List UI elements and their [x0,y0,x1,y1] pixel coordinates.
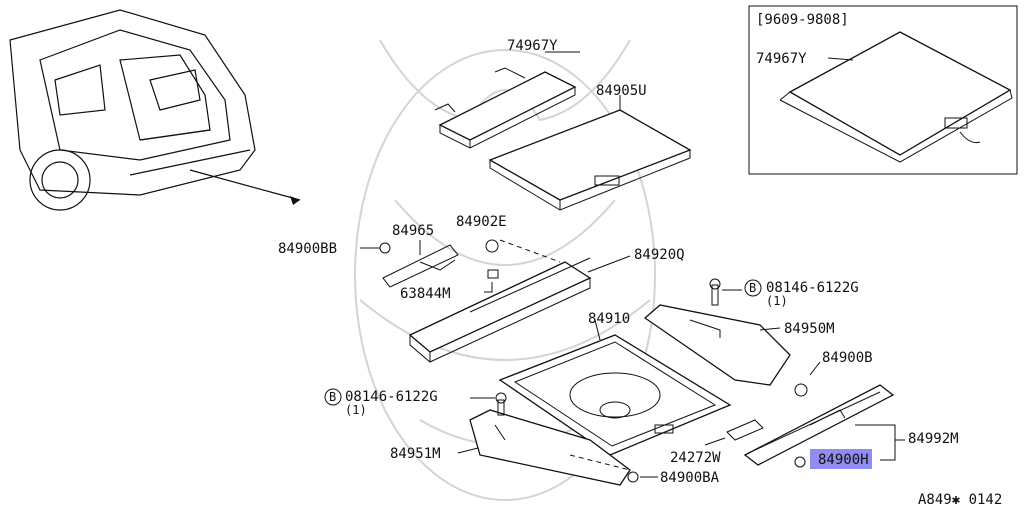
part-63844m-label[interactable]: 63844M [400,286,451,302]
part-84910-label[interactable]: 84910 [588,311,630,327]
highlight-box [810,449,872,469]
part-84902e-label[interactable]: 84902E [456,214,507,230]
part-74967y-inset-label[interactable]: 74967Y [756,51,807,67]
trunk-cover-84920q: 84920Q [408,247,685,363]
inset-date-label: [9609-9808] [756,12,849,28]
bolt-callout-top: B 08146-6122G (1) [709,278,859,308]
part-84951m-label[interactable]: 84951M [390,446,441,462]
part-84900bb-label[interactable]: 84900BB [278,241,337,257]
diagram-code: A849✱ 0142 [918,492,1002,508]
part-24272w-label[interactable]: 24272W [670,450,721,466]
watermark-emblem [354,39,656,501]
part-08146-left-label[interactable]: 08146-6122G [345,389,438,405]
part-84965-label[interactable]: 84965 [392,223,434,239]
part-84920q-label[interactable]: 84920Q [634,247,685,263]
bolt-symbol-left: B [329,390,336,404]
part-08146-left-qty: (1) [345,403,367,417]
side-bracket-assembly: 84900BB 84965 84902E 63844M [278,214,561,302]
sill-plate-84992m: 84992M 24272W [670,384,959,468]
part-84992m-label[interactable]: 84992M [908,431,959,447]
part-08146-top-qty: (1) [766,294,788,308]
inset-variant-box: [9609-9808] 74967Y [748,5,1018,175]
part-84900h-label[interactable]: 84900H [818,452,869,468]
part-84950m-label[interactable]: 84950M [784,321,835,337]
vehicle-rear-illustration [9,9,301,211]
part-84900ba-label[interactable]: 84900BA [660,470,720,486]
highlighted-part-84900h[interactable]: 84900H [810,449,872,469]
part-74967y-label[interactable]: 74967Y [507,38,558,54]
side-trim-84950m: 84950M [643,304,835,386]
part-08146-top-label[interactable]: 08146-6122G [766,280,859,296]
lower-clips: 84900B 84900BA [627,350,873,486]
floor-boards-top: 74967Y 84905U [434,38,692,211]
bolt-symbol-top: B [749,281,756,295]
side-trim-84951m: B 08146-6122G (1) 84951M [324,388,631,486]
spare-tire-tray-84910: 84910 [498,311,732,456]
part-84900b-label[interactable]: 84900B [822,350,873,366]
part-84905u-label[interactable]: 84905U [596,83,647,99]
